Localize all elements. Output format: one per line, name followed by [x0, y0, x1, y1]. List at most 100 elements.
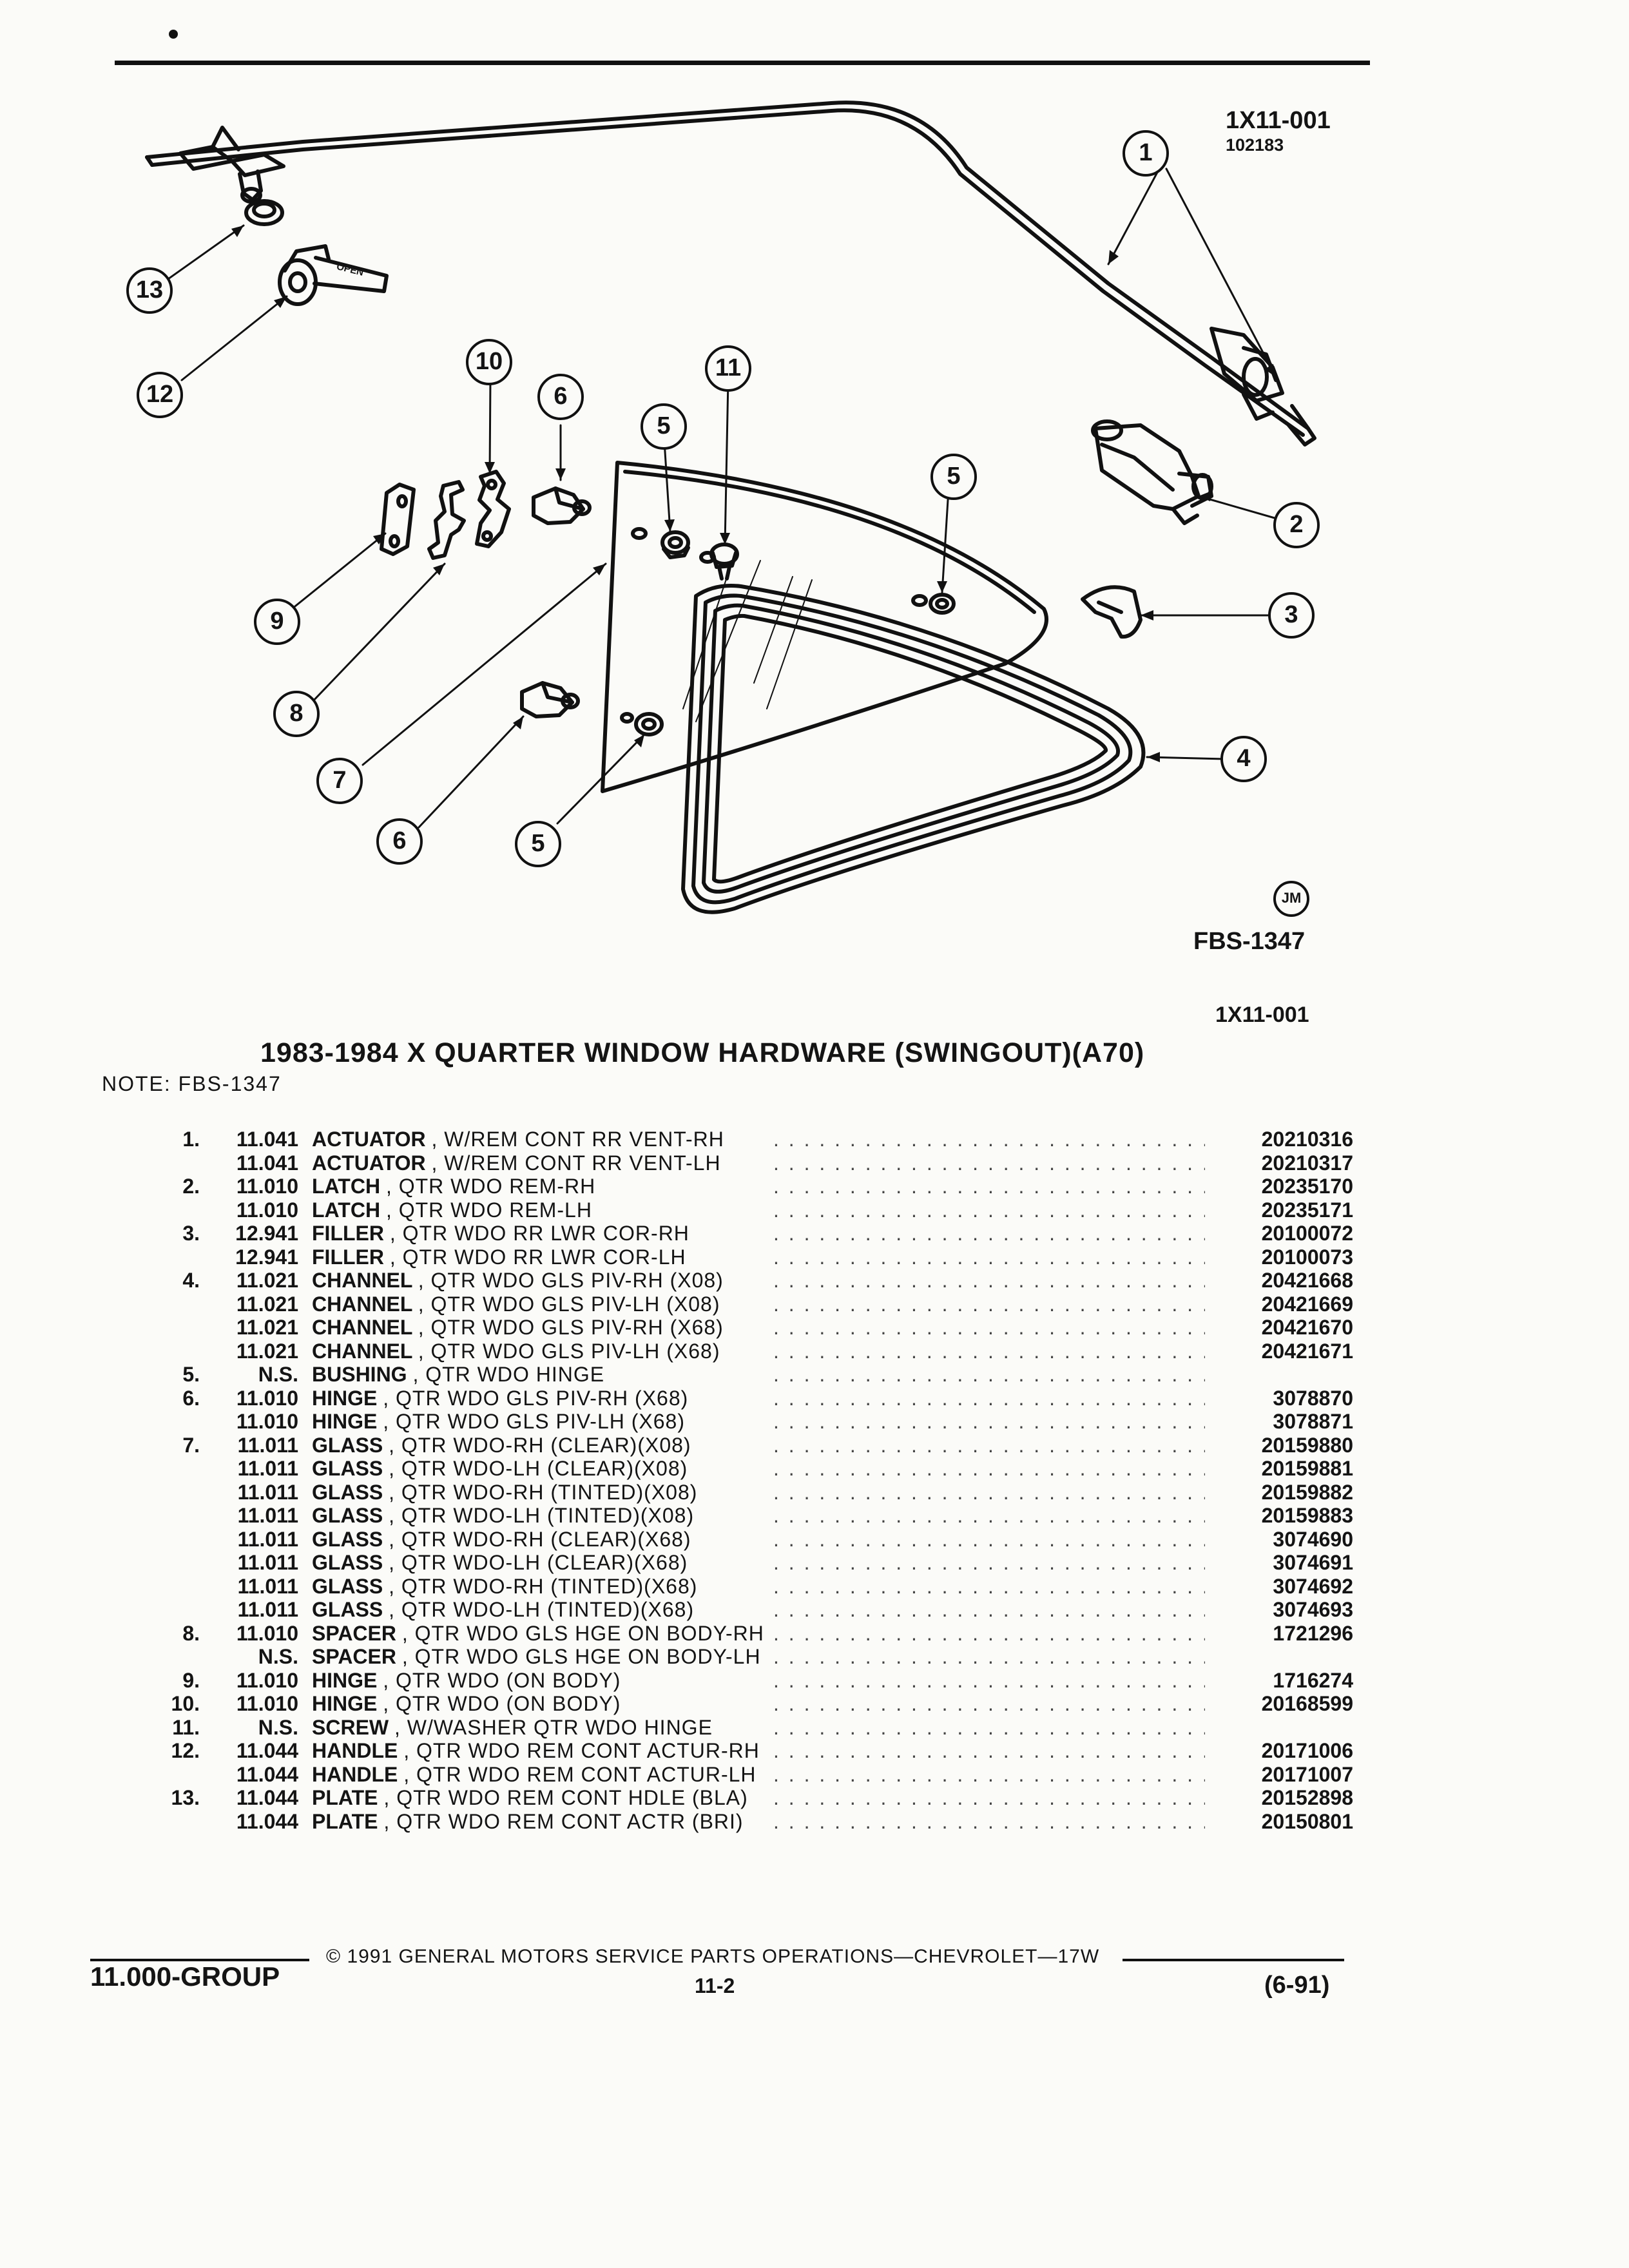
parts-row-desc: , QTR WDO-RH (CLEAR)(X68) — [389, 1528, 691, 1551]
parts-row-group: 11.011 — [237, 1504, 298, 1527]
parts-row-leader: . . . . . . . . . . . . . . . . . . . . … — [773, 1739, 1205, 1762]
parts-row-desc: , W/WASHER QTR WDO HINGE — [394, 1716, 713, 1739]
parts-row-leader: . . . . . . . . . . . . . . . . . . . . … — [773, 1387, 1205, 1410]
parts-row-name: ACTUATOR , W/REM CONT RR VENT-LH — [312, 1151, 721, 1175]
callout-6-lower: 6 — [392, 827, 407, 854]
parts-row-part-number: 20100072 — [1261, 1222, 1353, 1245]
parts-row-desc: , QTR WDO GLS PIV-RH (X68) — [418, 1316, 724, 1339]
parts-row-name-text: SPACER — [312, 1645, 396, 1668]
latch-assembly — [1091, 419, 1213, 525]
parts-row: 11.021 CHANNEL , QTR WDO GLS PIV-RH (X68)… — [0, 1316, 1629, 1339]
parts-row-part-number: 3078870 — [1273, 1387, 1353, 1410]
parts-row-name: GLASS , QTR WDO-RH (TINTED)(X68) — [312, 1575, 697, 1599]
parts-row-desc: , QTR WDO HINGE — [412, 1363, 605, 1386]
parts-row-desc: , QTR WDO GLS PIV-LH (X68) — [418, 1340, 720, 1363]
bushings — [620, 530, 956, 736]
parts-row-group: 11.011 — [237, 1481, 298, 1504]
parts-row-group: 11.021 — [236, 1269, 298, 1292]
parts-row-name-text: GLASS — [312, 1528, 383, 1551]
parts-row-desc: , W/REM CONT RR VENT-RH — [431, 1128, 724, 1151]
parts-row-part-number: 3074690 — [1273, 1528, 1353, 1551]
parts-row-index: 13. — [171, 1786, 200, 1809]
parts-row-group: 11.010 — [236, 1175, 298, 1198]
callout-2: 2 — [1289, 511, 1304, 538]
hinge-spacer — [427, 480, 466, 560]
parts-row-name-text: FILLER — [312, 1222, 384, 1245]
parts-row-desc: , QTR WDO (ON BODY) — [383, 1669, 621, 1692]
callout-12: 12 — [146, 381, 174, 408]
parts-row-desc: , QTR WDO REM CONT ACTUR-RH — [403, 1739, 760, 1762]
parts-row-leader: . . . . . . . . . . . . . . . . . . . . … — [773, 1575, 1205, 1598]
parts-row-leader: . . . . . . . . . . . . . . . . . . . . … — [773, 1175, 1205, 1198]
parts-row-desc: , QTR WDO-RH (TINTED)(X08) — [389, 1481, 698, 1504]
parts-row-part-number: 20159882 — [1261, 1481, 1353, 1504]
parts-row-part-number: 3074692 — [1273, 1575, 1353, 1598]
parts-row-group: 11.044 — [236, 1786, 298, 1809]
parts-row-name-text: BUSHING — [312, 1363, 407, 1386]
parts-row-group: 11.021 — [236, 1340, 298, 1363]
parts-row-group: N.S. — [258, 1645, 298, 1668]
parts-row-part-number: 1716274 — [1273, 1669, 1353, 1692]
parts-row-group: 11.021 — [236, 1316, 298, 1339]
parts-row-index: 6. — [182, 1387, 200, 1410]
footer-page-number: 11-2 — [695, 1974, 735, 1997]
parts-row-leader: . . . . . . . . . . . . . . . . . . . . … — [773, 1245, 1205, 1269]
parts-row-leader: . . . . . . . . . . . . . . . . . . . . … — [773, 1269, 1205, 1292]
callout-3: 3 — [1284, 601, 1298, 628]
parts-row-name: PLATE , QTR WDO REM CONT HDLE (BLA) — [312, 1786, 748, 1810]
parts-row-name-text: SPACER — [312, 1622, 396, 1645]
parts-row-name-text: HANDLE — [312, 1739, 398, 1762]
parts-row-desc: , QTR WDO REM CONT ACTUR-LH — [403, 1763, 757, 1786]
sub-ref-code: 1X11-001 — [1215, 1003, 1309, 1027]
parts-row-index: 10. — [171, 1692, 200, 1715]
parts-row-name: BUSHING , QTR WDO HINGE — [312, 1363, 604, 1387]
parts-row-name: HANDLE , QTR WDO REM CONT ACTUR-RH — [312, 1739, 760, 1763]
parts-row-group: N.S. — [258, 1716, 298, 1739]
parts-row-name: LATCH , QTR WDO REM-LH — [312, 1198, 592, 1222]
actuator-bracket-right — [1210, 327, 1316, 447]
parts-row-leader: . . . . . . . . . . . . . . . . . . . . … — [773, 1598, 1205, 1621]
parts-row-leader: . . . . . . . . . . . . . . . . . . . . … — [773, 1198, 1205, 1222]
parts-row-part-number: 20159880 — [1261, 1434, 1353, 1457]
parts-row-group: 11.011 — [237, 1598, 298, 1621]
parts-row-leader: . . . . . . . . . . . . . . . . . . . . … — [773, 1645, 1205, 1668]
parts-row-name-text: CHANNEL — [312, 1316, 412, 1339]
glass-channel — [681, 584, 1146, 914]
hinge-screw — [699, 543, 739, 581]
parts-row-name: CHANNEL , QTR WDO GLS PIV-RH (X08) — [312, 1269, 724, 1293]
parts-row-name-text: GLASS — [312, 1598, 383, 1621]
ref-code: 1X11-001 — [1226, 107, 1331, 134]
parts-row-desc: , QTR WDO REM CONT HDLE (BLA) — [383, 1786, 748, 1809]
parts-row-part-number: 20171007 — [1261, 1763, 1353, 1786]
parts-row-name: HANDLE , QTR WDO REM CONT ACTUR-LH — [312, 1763, 757, 1787]
top-rule — [115, 61, 1370, 65]
parts-row-group: 11.044 — [236, 1810, 298, 1833]
parts-row-group: 11.010 — [236, 1198, 298, 1222]
actuator-bracket-left — [178, 126, 285, 204]
callout-6-upper: 6 — [554, 383, 568, 410]
parts-row-leader: . . . . . . . . . . . . . . . . . . . . … — [773, 1763, 1205, 1786]
parts-row-part-number: 20159881 — [1261, 1457, 1353, 1480]
parts-row-leader: . . . . . . . . . . . . . . . . . . . . … — [773, 1551, 1205, 1574]
parts-row-name-text: GLASS — [312, 1504, 383, 1527]
arrowheads — [231, 226, 1276, 762]
parts-row-group: 11.010 — [236, 1410, 298, 1433]
parts-row-name-text: SCREW — [312, 1716, 389, 1739]
parts-row-name: GLASS , QTR WDO-RH (CLEAR)(X68) — [312, 1528, 691, 1552]
parts-row-leader: . . . . . . . . . . . . . . . . . . . . … — [773, 1410, 1205, 1433]
parts-row-part-number: 20421670 — [1261, 1316, 1353, 1339]
parts-row-name: GLASS , QTR WDO-LH (TINTED)(X08) — [312, 1504, 694, 1528]
parts-row-name-text: FILLER — [312, 1245, 384, 1269]
parts-row-part-number: 20100073 — [1261, 1245, 1353, 1269]
parts-row-name: HINGE , QTR WDO GLS PIV-RH (X68) — [312, 1387, 688, 1410]
footer-rule-right — [1123, 1959, 1344, 1961]
parts-row-group: 11.041 — [236, 1128, 298, 1151]
callout-1: 1 — [1139, 139, 1153, 166]
parts-row-part-number: 20421668 — [1261, 1269, 1353, 1292]
